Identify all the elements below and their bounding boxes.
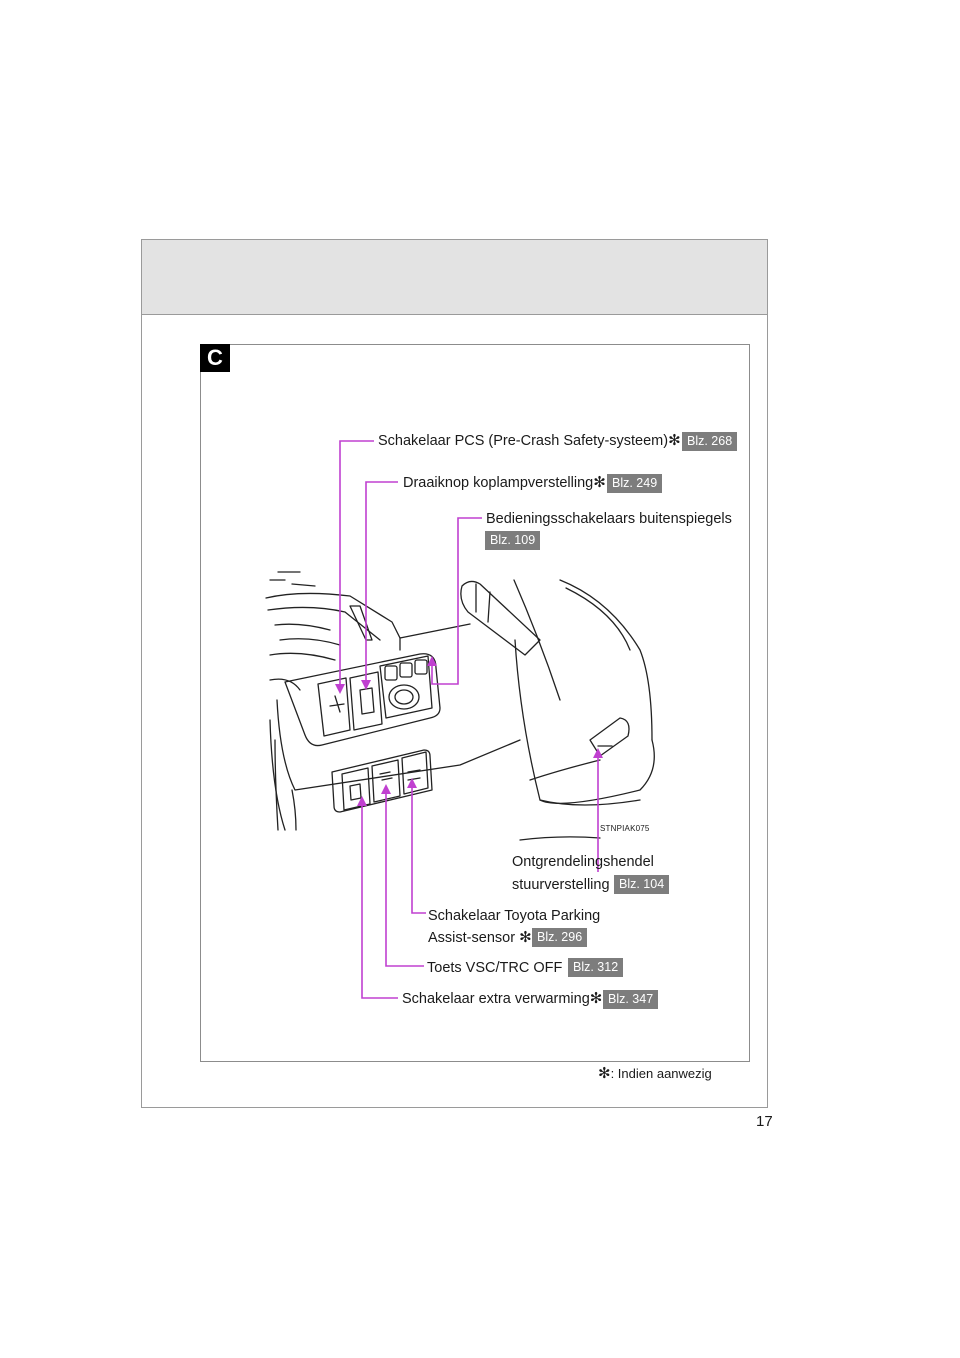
footnote: ✻: Indien aanwezig	[598, 1065, 712, 1082]
image-code: STNPIAK075	[600, 824, 650, 833]
header-band	[142, 240, 767, 315]
aux-heater-page-ref: Blz. 347	[603, 990, 659, 1009]
illustration-box	[200, 344, 750, 1062]
parking-assist-label-line1: Schakelaar Toyota Parking	[428, 908, 601, 924]
mirror-page-ref: Blz. 109	[485, 531, 541, 550]
parking-assist-page-ref: Blz. 296	[532, 928, 588, 947]
vsc-trc-page-ref: Blz. 312	[568, 958, 624, 977]
mirror-switches-label: Bedieningsschakelaars buitenspiegels	[486, 511, 732, 527]
tilt-lever-label-line1: Ontgrendelingshendel	[512, 854, 654, 870]
pcs-switch-label: Schakelaar PCS (Pre-Crash Safety-systeem…	[378, 432, 681, 449]
headlamp-leveling-label: Draaiknop koplampverstelling✻	[403, 474, 606, 491]
page-frame	[141, 239, 768, 1108]
vsc-trc-off-label: Toets VSC/TRC OFF	[427, 960, 563, 976]
tilt-lever-page-ref: Blz. 104	[614, 875, 670, 894]
parking-assist-label-line2: Assist-sensor ✻	[428, 929, 532, 946]
aux-heater-label: Schakelaar extra verwarming✻	[402, 990, 603, 1007]
tilt-lever-label-line2: stuurverstelling	[512, 877, 610, 893]
pcs-page-ref: Blz. 268	[682, 432, 738, 451]
headlamp-page-ref: Blz. 249	[607, 474, 663, 493]
section-badge: C	[200, 344, 230, 372]
page-number: 17	[756, 1113, 773, 1130]
